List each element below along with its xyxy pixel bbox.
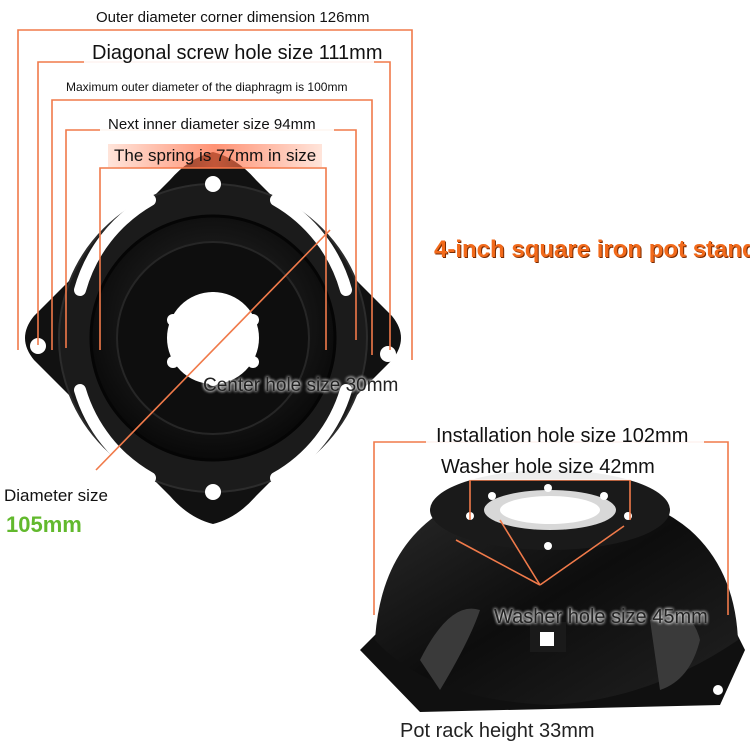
diagonal-screw-hole-label: Diagonal screw hole size 111mm (92, 42, 383, 64)
label-halos (60, 6, 704, 480)
inner-diameter-label: Next inner diameter size 94mm (108, 116, 316, 133)
product-title: 4-inch square iron pot stand (434, 236, 750, 263)
outer-diameter-label: Outer diameter corner dimension 126mm (96, 9, 370, 26)
washer-hole-42-label: Washer hole size 42mm (441, 456, 655, 478)
washer-hole-45-label: Washer hole size 45mm (494, 606, 708, 628)
side-view-stand (360, 470, 745, 712)
spring-size-label: The spring is 77mm in size (108, 144, 323, 168)
diameter-size-value: 105mm (6, 512, 82, 537)
center-hole-label: Center hole size 30mm (203, 375, 399, 396)
diaphragm-diameter-label: Maximum outer diameter of the diaphragm … (66, 80, 348, 94)
top-view-stand (25, 152, 401, 524)
installation-hole-label: Installation hole size 102mm (436, 425, 689, 447)
diameter-size-label: Diameter size (4, 486, 108, 505)
pot-rack-height-label: Pot rack height 33mm (400, 720, 595, 742)
